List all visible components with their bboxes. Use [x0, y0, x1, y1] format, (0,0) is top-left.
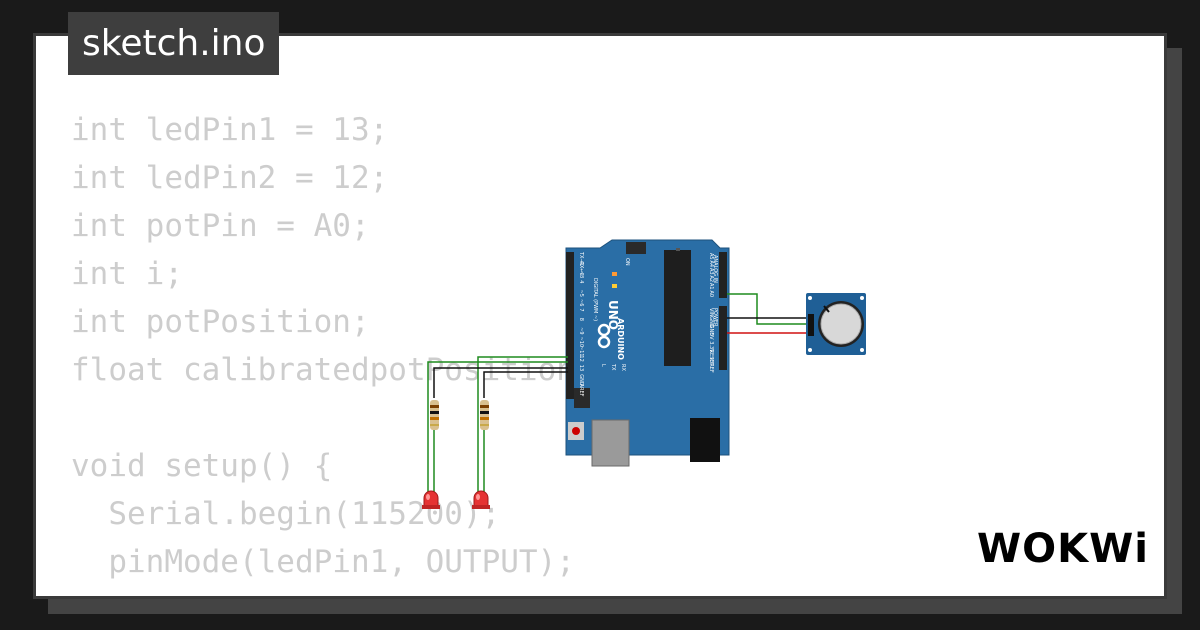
pin-label: A0	[708, 291, 714, 298]
pin-label: GND	[708, 316, 714, 328]
pin-label: IOREF	[708, 358, 714, 373]
pin-label: RX←0	[578, 261, 584, 275]
pin-label: 7	[578, 308, 584, 311]
code-line: void setup() {	[71, 448, 333, 484]
pin-label: 12	[578, 355, 584, 361]
analog-header-label: ANALOG IN	[712, 255, 718, 283]
pin-label: VIN	[708, 308, 714, 317]
code-line: int ledPin1 = 13;	[71, 112, 389, 148]
pin-label: A1	[708, 283, 714, 290]
potentiometer[interactable]	[806, 293, 866, 355]
code-line: int potPin = A0;	[71, 208, 370, 244]
pin-label: RESET	[708, 350, 714, 367]
pin-label: 13	[578, 365, 584, 371]
pin-label: A4	[708, 261, 714, 268]
usb-port	[591, 419, 630, 467]
resistor[interactable]	[430, 400, 439, 430]
wires	[427, 293, 810, 496]
board-label: ON	[624, 258, 630, 266]
pin-label: GND	[708, 325, 714, 337]
pin-label: A2	[708, 276, 714, 283]
board-model-label: UNO	[606, 300, 620, 330]
pin-label: TX→1	[578, 251, 584, 266]
wire-a0[interactable]	[727, 293, 810, 325]
pin-label: A3	[708, 268, 714, 275]
pin-label: ~9	[578, 327, 584, 334]
microcontroller-chip	[664, 250, 691, 366]
digital-header-label: DIGITAL (PWM ~)	[592, 278, 598, 321]
pin-label: AREF	[578, 384, 584, 397]
arduino-logo-icon	[597, 323, 611, 337]
code-line: int i;	[71, 256, 183, 292]
pin-label: ~6	[578, 299, 584, 306]
code-line: int potPosition;	[71, 304, 370, 340]
wokwi-logo-text: WOKWi	[977, 526, 1149, 572]
power-header-label: POWER	[712, 308, 718, 327]
wire-pin13[interactable]	[427, 361, 568, 398]
board-brand-label: ARDUINO	[616, 318, 625, 360]
pin-label: 8	[578, 318, 584, 321]
pin-label: 3.3V	[708, 341, 714, 353]
red-led[interactable]	[422, 490, 440, 509]
pin-label: ~5	[578, 290, 584, 297]
pin-label: 4	[578, 280, 584, 283]
pin-label: A5	[708, 253, 714, 260]
pin-label: ~11	[578, 346, 584, 357]
code-line: pinMode(ledPin1, OUTPUT);	[71, 544, 575, 580]
board-label: RX	[620, 364, 626, 371]
wire-pin12[interactable]	[477, 356, 568, 398]
board-label: L	[600, 364, 606, 367]
board-label: TX	[610, 363, 616, 371]
wire-gnd-b[interactable]	[483, 371, 568, 398]
wokwi-logo: WOKWi	[977, 526, 1149, 572]
code-line: int ledPin2 = 12;	[71, 160, 389, 196]
pin-label: 5V	[708, 333, 714, 340]
pin-label: ~3	[578, 271, 584, 278]
power-jack	[690, 418, 720, 462]
file-tab[interactable]: sketch.ino	[68, 12, 280, 75]
reset-button[interactable]	[572, 427, 580, 435]
code-line: pinMode(ledPin2, OUTPUT);	[71, 586, 706, 596]
resistor[interactable]	[480, 400, 489, 430]
red-led[interactable]	[472, 490, 490, 509]
wire-gnd-a[interactable]	[433, 367, 568, 398]
arduino-uno-board[interactable]: UNO ARDUINO DIGITAL (PWM ~) ANALOG IN PO…	[565, 239, 730, 467]
pin-label: ~10	[578, 337, 584, 348]
pin-label: GND	[578, 374, 584, 386]
misc-board-labels: ON L TX RX	[600, 258, 630, 371]
